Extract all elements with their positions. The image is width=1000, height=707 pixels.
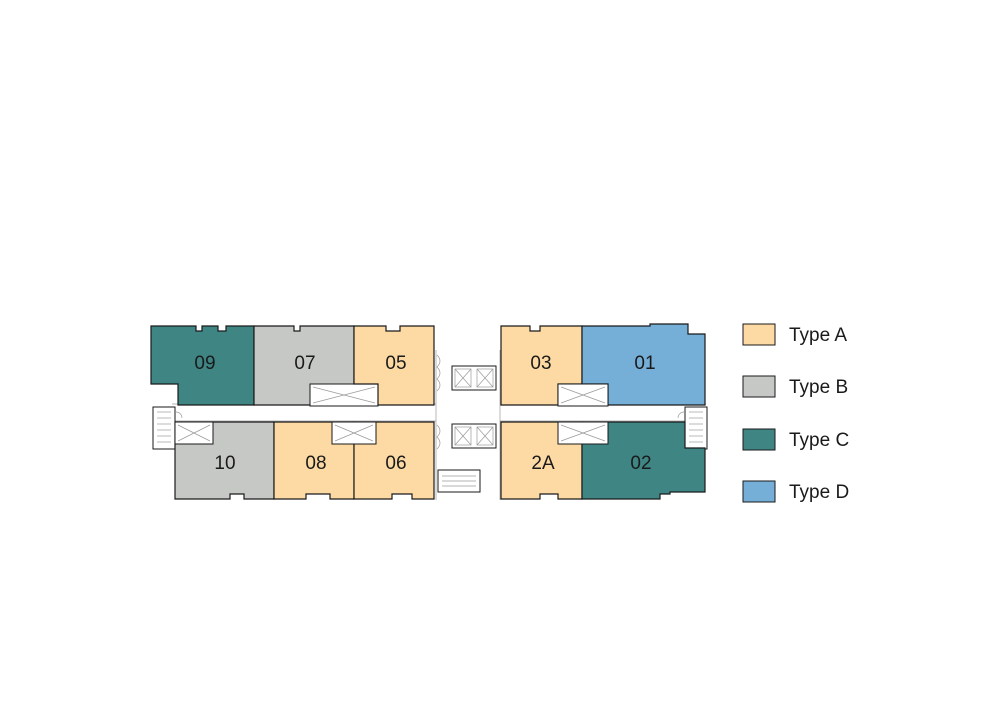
unit-06[interactable]: 06	[331, 421, 435, 500]
legend-label-type-b: Type B	[789, 377, 848, 398]
lift-core	[436, 354, 497, 493]
unit-07-label: 07	[294, 353, 315, 374]
legend-swatch-type-b	[742, 375, 776, 398]
legend-item-type-a: Type A	[742, 323, 847, 346]
unit-09-shape	[150, 325, 255, 406]
unit-02[interactable]: 02	[557, 421, 706, 500]
unit-10[interactable]: 10	[174, 421, 275, 500]
legend-item-type-c: Type C	[742, 428, 849, 451]
legend-label-type-d: Type D	[789, 482, 849, 503]
legend-swatch-type-a	[742, 323, 776, 346]
unit-2A-label: 2A	[531, 453, 555, 474]
unit-08-label: 08	[305, 453, 326, 474]
unit-07[interactable]: 07	[253, 325, 379, 407]
legend-swatch-type-c	[742, 428, 776, 451]
unit-03[interactable]: 03	[500, 325, 583, 406]
unit-02-label: 02	[630, 453, 651, 474]
unit-05[interactable]: 05	[353, 325, 435, 406]
unit-10-label: 10	[214, 453, 235, 474]
unit-05-shape	[353, 325, 435, 406]
unit-06-label: 06	[385, 453, 406, 474]
legend-label-type-c: Type C	[789, 430, 849, 451]
stair-west	[152, 406, 183, 450]
legend-swatch-type-d	[742, 480, 776, 503]
unit-05-label: 05	[385, 353, 406, 374]
unit-09-label: 09	[194, 353, 215, 374]
unit-01-label: 01	[634, 353, 655, 374]
legend-label-type-a: Type A	[789, 325, 847, 346]
unit-01[interactable]: 01	[557, 323, 706, 407]
unit-02-shape	[581, 421, 706, 500]
legend-item-type-d: Type D	[742, 480, 849, 503]
stair-east	[677, 406, 708, 450]
legend-item-type-b: Type B	[742, 375, 848, 398]
unit-03-label: 03	[530, 353, 551, 374]
unit-09[interactable]: 09	[150, 325, 255, 406]
legend: Type A Type B Type C Type D	[742, 323, 849, 503]
